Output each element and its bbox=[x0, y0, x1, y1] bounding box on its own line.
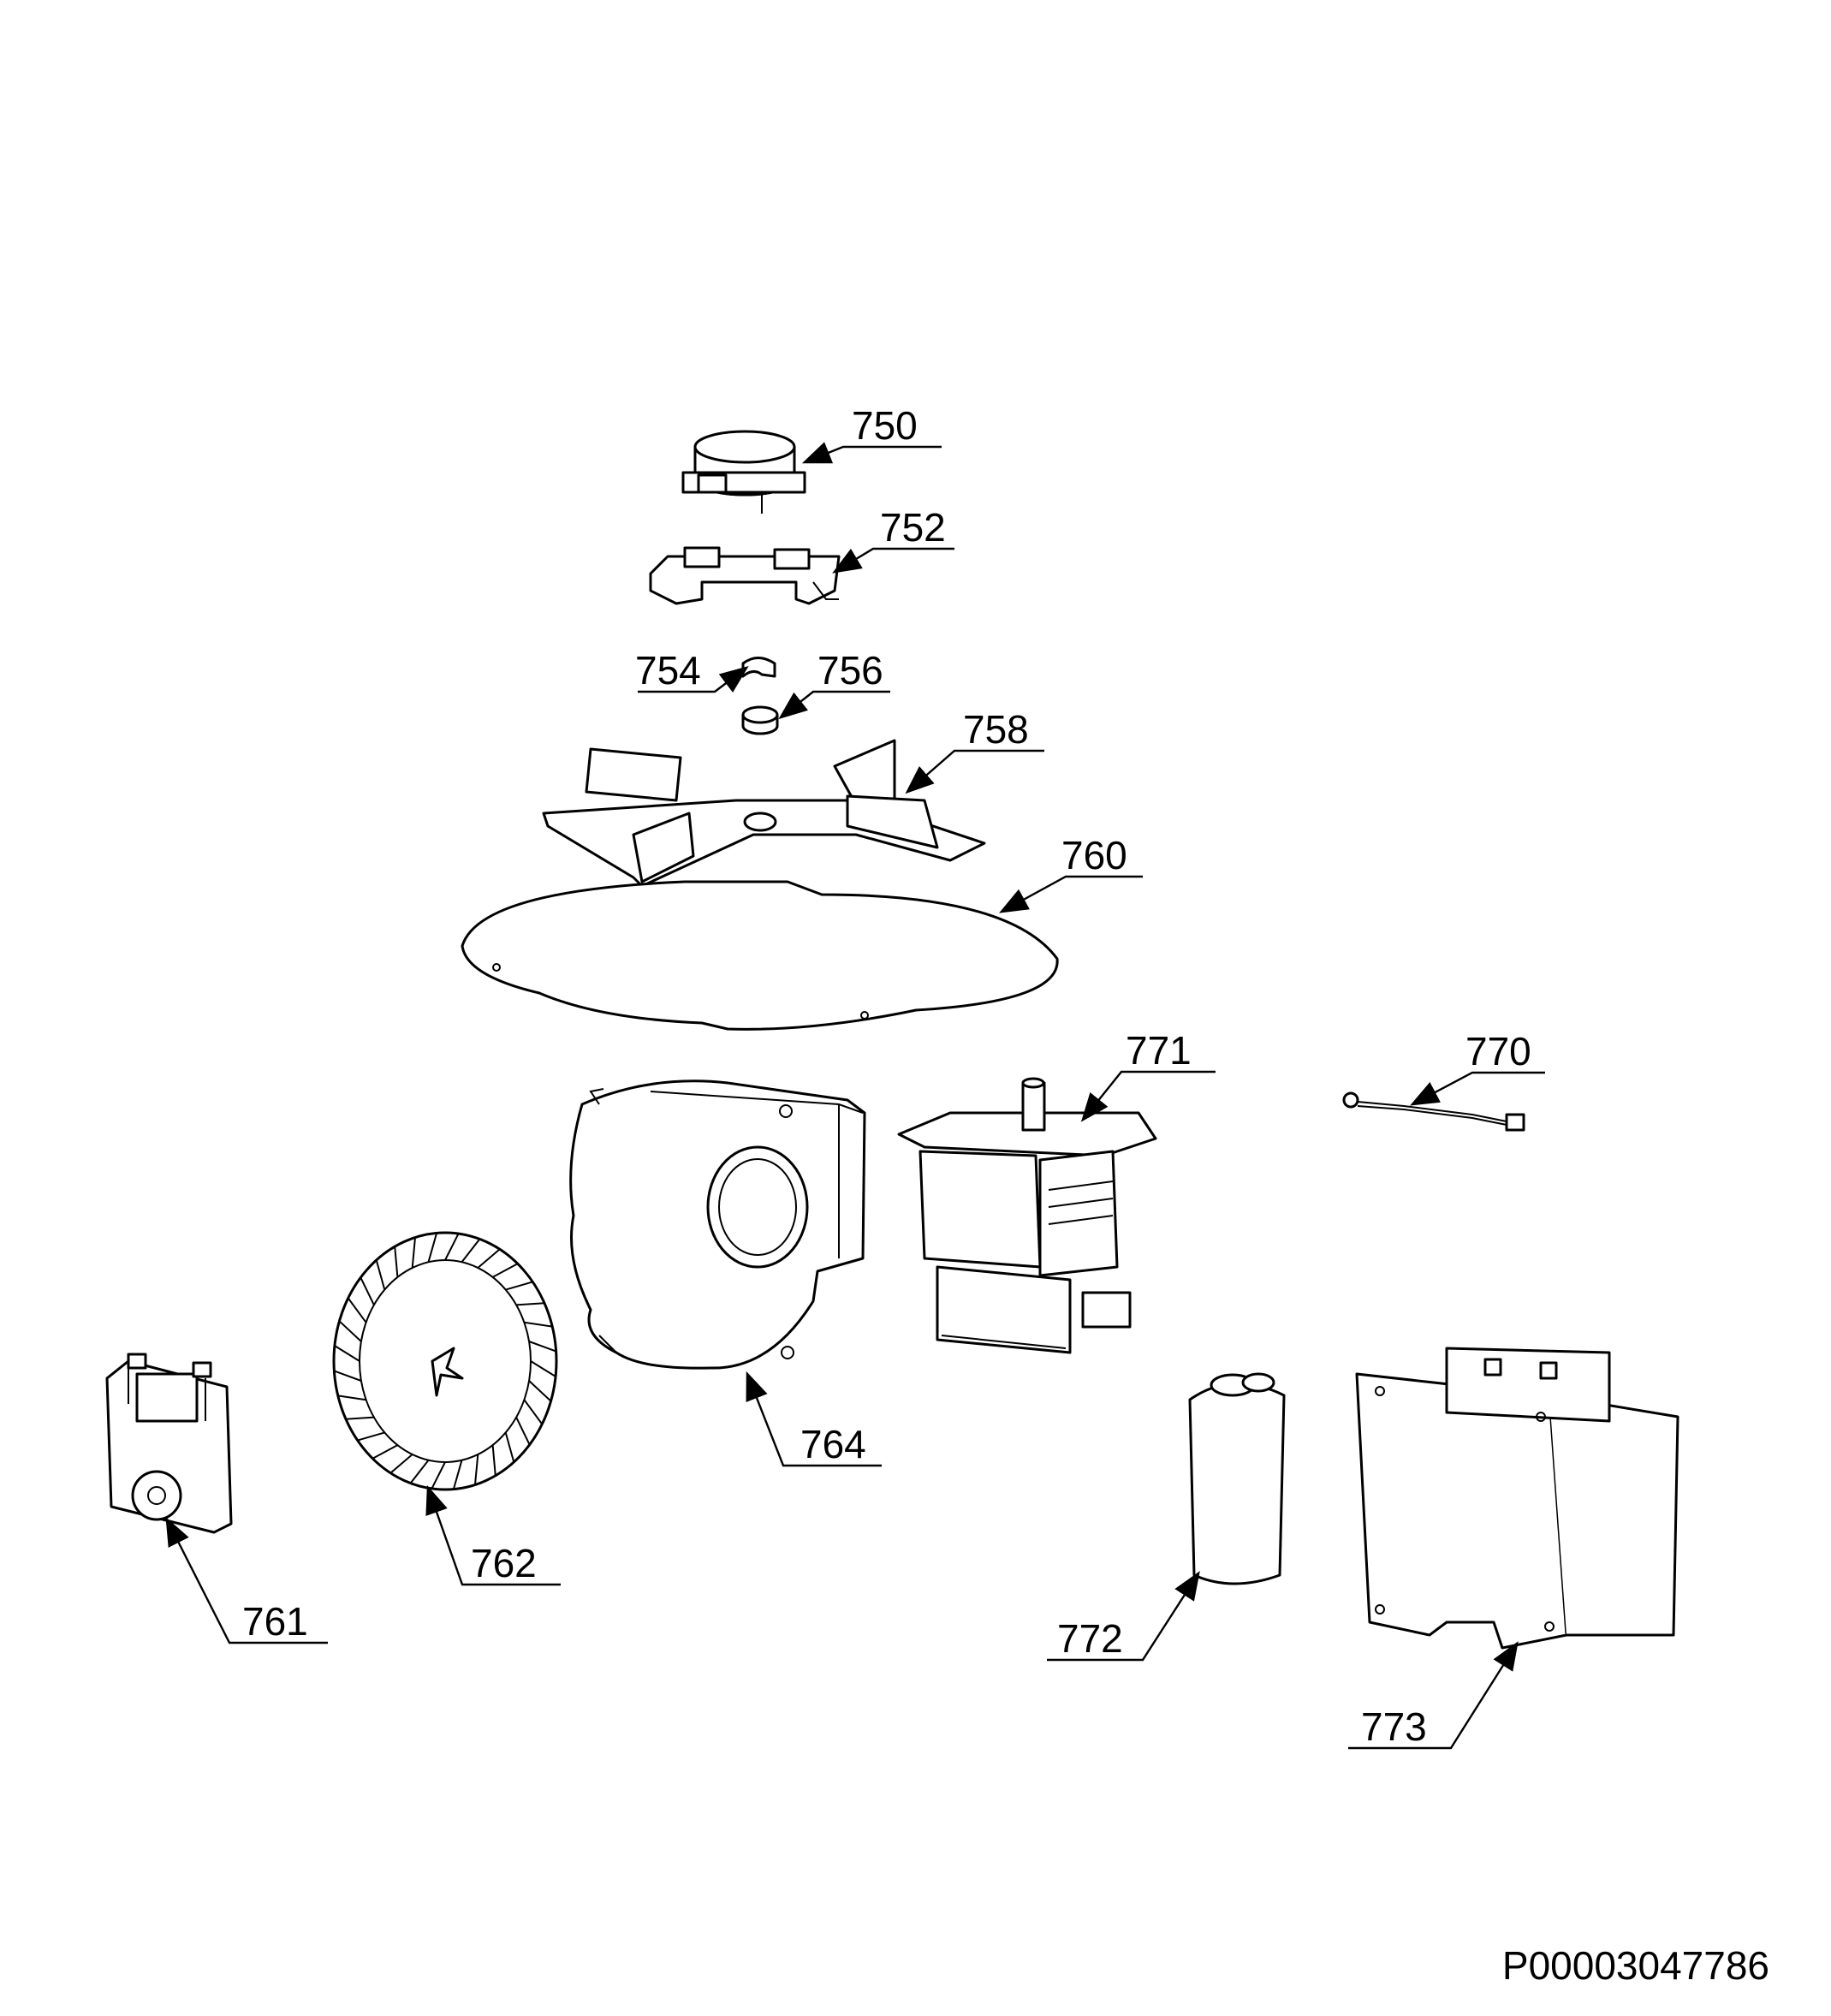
fan-blade bbox=[528, 1380, 552, 1402]
stirrer-blade-drawing bbox=[542, 739, 986, 888]
fan-blade bbox=[491, 1445, 496, 1476]
fan-blade bbox=[357, 1431, 385, 1442]
fan-blade bbox=[530, 1360, 556, 1377]
transformer-drawing bbox=[1355, 1347, 1679, 1650]
callout-754: 754 bbox=[635, 648, 701, 693]
clip-drawing bbox=[741, 657, 776, 678]
magnetron-drawing bbox=[897, 1077, 1157, 1354]
fan-blade bbox=[444, 1233, 460, 1261]
fan-blade bbox=[334, 1370, 362, 1382]
coupler-drawing bbox=[741, 705, 779, 735]
fan-blade bbox=[372, 1444, 398, 1460]
capacitor-drawing bbox=[1188, 1372, 1286, 1585]
fan-blade bbox=[524, 1321, 553, 1328]
callout-758: 758 bbox=[963, 707, 1029, 752]
fan-blade bbox=[411, 1237, 416, 1269]
callout-752: 752 bbox=[880, 505, 946, 550]
leader-lines bbox=[165, 442, 1545, 1750]
fan-blade bbox=[337, 1395, 366, 1401]
blower-housing-drawing bbox=[569, 1079, 866, 1370]
document-id: P00003047786 bbox=[1502, 1943, 1769, 1988]
fan-blade bbox=[505, 1281, 533, 1291]
fan-motor-drawing bbox=[105, 1353, 233, 1534]
turntable-motor-drawing bbox=[681, 430, 806, 514]
wire-harness-drawing bbox=[1342, 1091, 1525, 1132]
fan-blade bbox=[477, 1248, 501, 1269]
fan-blade bbox=[427, 1233, 438, 1263]
fan-blade bbox=[345, 1416, 374, 1420]
callout-756: 756 bbox=[817, 648, 883, 693]
callout-773: 773 bbox=[1361, 1704, 1427, 1749]
motor-bracket-drawing bbox=[649, 546, 841, 605]
fan-blade bbox=[474, 1454, 479, 1485]
fan-blade bbox=[431, 1461, 446, 1490]
fan-blade bbox=[528, 1341, 556, 1353]
fan-blade bbox=[515, 1417, 531, 1446]
fan-blade bbox=[338, 1320, 362, 1342]
callout-764: 764 bbox=[800, 1422, 866, 1466]
fan-blade bbox=[389, 1454, 413, 1474]
fan-blade bbox=[409, 1460, 430, 1484]
mica-cover-drawing bbox=[461, 880, 1059, 1031]
fan-blade bbox=[461, 1238, 481, 1263]
fan-blade bbox=[523, 1399, 544, 1425]
fan-blade bbox=[504, 1432, 515, 1463]
fan-blade bbox=[360, 1276, 375, 1305]
fan-blade bbox=[452, 1460, 463, 1490]
callout-labels: 750 752 754 756 758 760 771 770 764 762 … bbox=[242, 403, 1531, 1749]
callout-771: 771 bbox=[1126, 1028, 1192, 1073]
fan-blade bbox=[334, 1345, 360, 1362]
blower-wheel-drawing bbox=[332, 1231, 558, 1491]
callout-760: 760 bbox=[1061, 833, 1127, 877]
fan-blade bbox=[375, 1259, 386, 1290]
fan-blade bbox=[492, 1263, 519, 1278]
fan-blade bbox=[394, 1246, 399, 1277]
callout-762: 762 bbox=[471, 1541, 537, 1585]
fan-blade bbox=[516, 1302, 545, 1306]
callout-750: 750 bbox=[852, 403, 918, 448]
callout-772: 772 bbox=[1057, 1616, 1123, 1661]
callout-761: 761 bbox=[242, 1599, 308, 1644]
callout-770: 770 bbox=[1465, 1029, 1531, 1073]
fan-blade bbox=[347, 1297, 367, 1323]
